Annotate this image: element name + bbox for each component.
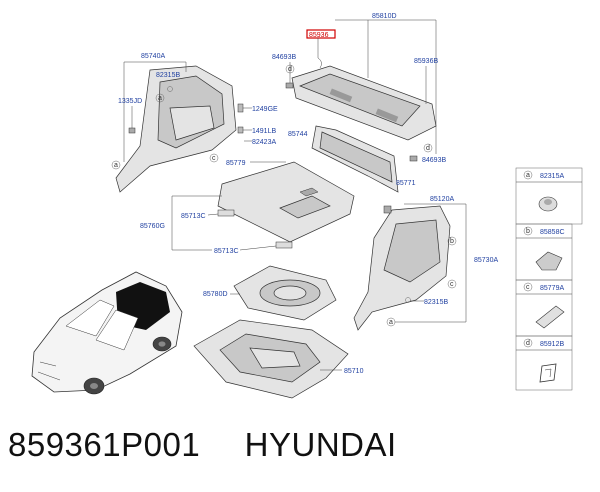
callout-85710: 85710 (344, 368, 364, 375)
luggage-tray (193, 319, 349, 399)
callout-85779: 85779 (226, 160, 246, 167)
callout-85936B: 85936B (414, 58, 438, 65)
legend-marker-d: d (526, 340, 530, 347)
callout-85730A: 85730A (474, 257, 498, 264)
legend-part-b: 85858C (540, 229, 565, 236)
parts-diagram: 85810D 85936 84693B d 85936B d 85740A 82… (31, 13, 583, 399)
left-quarter-trim (115, 65, 237, 193)
caption: 859361P001 HYUNDAI (8, 426, 598, 476)
callout-85120A: 85120A (430, 196, 454, 203)
brand-name: HYUNDAI (244, 426, 397, 463)
legend-panel: a 82315A b 85858C c 85779A d 85912B (515, 167, 583, 391)
callout-1335JD: 1335JD (118, 98, 142, 105)
legend-marker-a: a (526, 172, 530, 179)
part-number: 859361P001 (8, 426, 201, 463)
legend-marker-c: c (526, 284, 530, 291)
callout-85780D: 85780D (203, 291, 228, 298)
marker-d-1: d (288, 66, 292, 73)
callout-85810D: 85810D (372, 13, 397, 20)
callout-85744: 85744 (288, 131, 308, 138)
luggage-board (217, 161, 355, 243)
vehicle-silhouette (31, 271, 183, 395)
legend-part-c: 85779A (540, 285, 564, 292)
marker-d-2: d (426, 145, 430, 152)
legend-marker-b: b (526, 228, 530, 235)
upper-trim-panel (311, 125, 399, 193)
callout-85771: 85771 (396, 180, 416, 187)
callout-82423A: 82423A (252, 139, 276, 146)
callout-85740A: 85740A (141, 53, 165, 60)
callout-85713C-b: 85713C (214, 248, 239, 255)
callout-1491LB: 1491LB (252, 128, 276, 135)
marker-a-1: a (158, 95, 162, 102)
callout-1249GE: 1249GE (252, 106, 278, 113)
marker-c-1: c (212, 155, 216, 162)
marker-a-2: a (114, 162, 118, 169)
marker-c-2: c (450, 281, 454, 288)
legend-part-d: 85912B (540, 341, 564, 348)
callout-85936-highlight: 85936 (309, 32, 329, 39)
spare-tire-cover (233, 265, 337, 321)
callout-84693B-mid: 84693B (422, 157, 446, 164)
marker-a-3: a (389, 319, 393, 326)
callout-82315B-bot: 82315B (424, 299, 448, 306)
marker-b-1: b (450, 238, 454, 245)
callout-82315B-top: 82315B (156, 72, 180, 79)
legend-part-a: 82315A (540, 173, 564, 180)
highlight-box (306, 29, 336, 39)
callout-85760G: 85760G (140, 223, 165, 230)
right-quarter-trim (353, 205, 451, 331)
callout-84693B-top: 84693B (272, 54, 296, 61)
rear-parcel-shelf (291, 65, 437, 141)
callout-85713C-a: 85713C (181, 213, 206, 220)
